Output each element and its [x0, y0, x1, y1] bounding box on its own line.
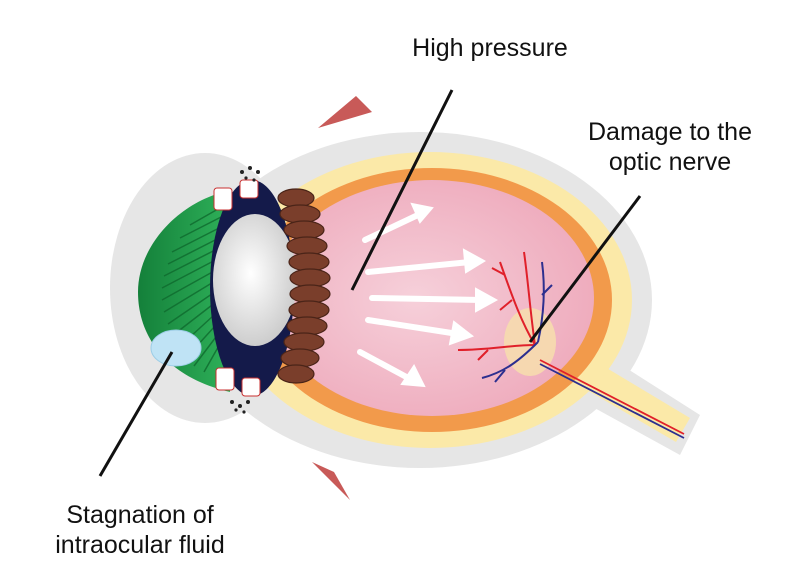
- pointer-stagnation: [98, 351, 174, 477]
- nerve-vein: [539, 363, 685, 439]
- lens: [213, 214, 297, 346]
- label-damage-line1: Damage to the: [588, 118, 752, 146]
- label-stagnation-line2: intraocular fluid: [55, 531, 225, 559]
- upper-eye-muscle: [318, 96, 372, 128]
- blood-vessels: [457, 251, 553, 383]
- ciliary-body: [277, 188, 331, 384]
- label-high-pressure-text: High pressure: [412, 34, 568, 62]
- pressure-arrows: [357, 202, 499, 388]
- stagnant-fluid: [150, 329, 202, 367]
- fluid-dots: [230, 166, 260, 414]
- label-stagnation-line1: Stagnation of: [66, 501, 214, 529]
- pointer-high-pressure: [350, 89, 454, 291]
- pointer-optic-nerve: [528, 195, 642, 343]
- label-damage-line2: optic nerve: [608, 148, 732, 176]
- label-fluid-stagnation: Stagnation of intraocular fluid: [20, 500, 260, 560]
- drainage-marks: [213, 179, 261, 397]
- label-high-pressure: High pressure: [360, 33, 620, 63]
- nerve-artery: [539, 359, 685, 435]
- lower-eye-muscle: [312, 462, 350, 500]
- label-optic-nerve-damage: Damage to the optic nerve: [560, 117, 780, 177]
